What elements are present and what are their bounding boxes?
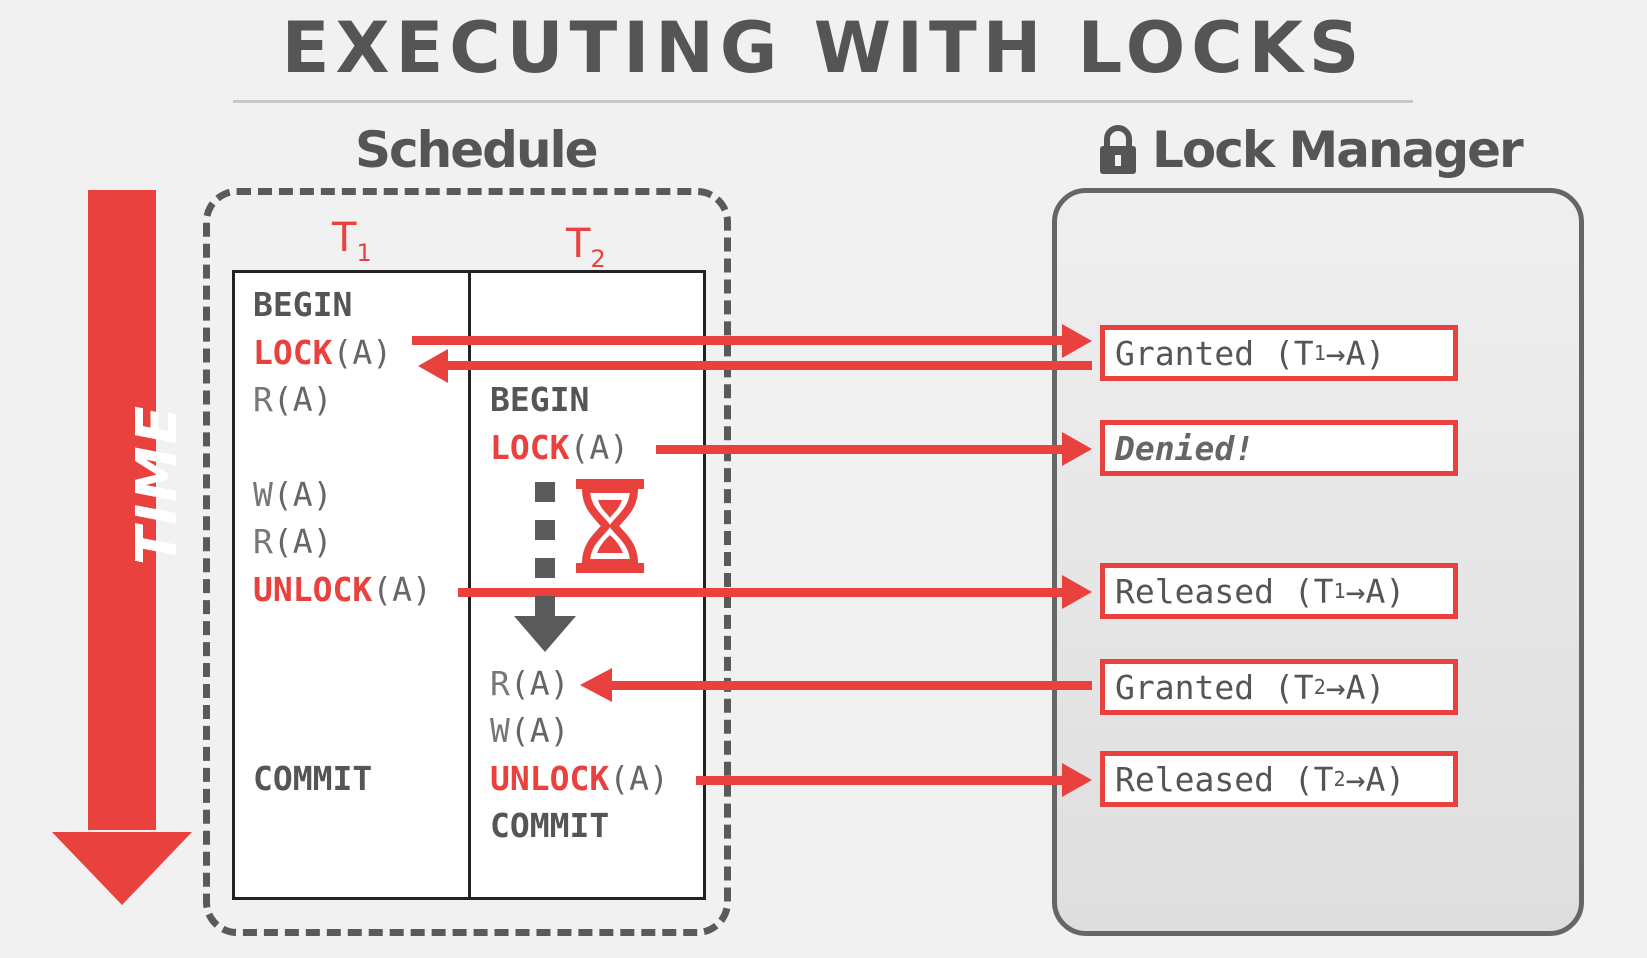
t2-op-lock: LOCK(A)	[490, 428, 629, 468]
t2-header-sub: 2	[590, 245, 606, 273]
arrow-grant-t1	[418, 349, 1092, 383]
t2-op-kw: UNLOCK	[490, 759, 610, 798]
schedule-container	[203, 188, 731, 936]
arrow-grant-t2	[580, 668, 1092, 702]
t1-op-lock: LOCK(A)	[253, 333, 392, 373]
lock-manager-container	[1052, 188, 1584, 936]
lock-icon	[1100, 125, 1136, 174]
t2-op-arg: (A)	[509, 711, 570, 750]
t2-header: T2	[566, 222, 606, 281]
t1-op-arg: (A)	[272, 380, 333, 419]
t1-header: T1	[332, 216, 372, 275]
t1-op-read: R(A)	[253, 522, 332, 562]
wait-arrow	[514, 482, 576, 652]
t2-op-kw: COMMIT	[490, 806, 610, 845]
msg-text: Granted (T	[1115, 333, 1314, 373]
msg-text: →A)	[1325, 333, 1386, 373]
column-divider	[468, 270, 471, 900]
t2-op-arg: (A)	[509, 664, 570, 703]
slide-title: EXECUTING WITH LOCKS	[281, 7, 1366, 89]
t1-op-arg: (A)	[332, 333, 393, 372]
t2-op-kw: BEGIN	[490, 380, 590, 419]
t2-header-label: T	[566, 221, 591, 267]
t1-header-label: T	[332, 215, 357, 261]
title-divider	[233, 100, 1413, 103]
t2-op-kw: W	[490, 711, 510, 750]
t2-op-begin: BEGIN	[490, 380, 589, 420]
arrow-lock-request-t2	[656, 432, 1092, 466]
t1-header-sub: 1	[356, 239, 372, 267]
t1-op-arg: (A)	[372, 570, 432, 609]
msg-sub: 2	[1313, 675, 1326, 699]
t1-op-read: R(A)	[253, 380, 332, 420]
t1-op-kw: R	[253, 380, 273, 419]
t2-op-kw: R	[490, 664, 510, 703]
t1-op-unlock: UNLOCK(A)	[253, 570, 432, 610]
lock-manager-label: Lock Manager	[1152, 121, 1524, 179]
msg-text: Denied!	[1115, 428, 1255, 468]
t2-op-arg: (A)	[609, 759, 669, 798]
t2-op-kw: LOCK	[490, 428, 570, 467]
t1-op-arg: (A)	[272, 522, 333, 561]
msg-text: →A)	[1345, 571, 1406, 611]
t1-op-kw: W	[253, 475, 273, 514]
t1-op-write: W(A)	[253, 475, 332, 515]
t2-op-arg: (A)	[569, 428, 630, 467]
msg-sub: 1	[1313, 341, 1326, 365]
lock-manager-heading: Lock Manager	[1098, 121, 1524, 179]
msg-text: Granted (T	[1115, 667, 1314, 707]
arrow-unlock-t1	[458, 575, 1092, 609]
msg-sub: 1	[1333, 579, 1346, 603]
schedule-heading: Schedule	[355, 121, 599, 179]
t1-op-begin: BEGIN	[253, 285, 352, 325]
time-arrow	[52, 190, 192, 905]
t1-op-kw: LOCK	[253, 333, 333, 372]
msg-text: Released (T	[1115, 759, 1334, 799]
msg-text: →A)	[1325, 667, 1386, 707]
time-label: TIME	[125, 403, 190, 565]
t2-op-unlock: UNLOCK(A)	[490, 759, 669, 799]
arrow-unlock-t2	[696, 763, 1092, 797]
t2-op-write: W(A)	[490, 711, 569, 751]
arrow-lock-request-t1	[412, 324, 1092, 358]
msg-sub: 2	[1333, 767, 1346, 791]
t1-op-kw: UNLOCK	[253, 570, 373, 609]
t1-op-arg: (A)	[272, 475, 333, 514]
t2-op-commit: COMMIT	[490, 806, 609, 846]
msg-denied: Denied!	[1100, 420, 1458, 476]
t2-op-read: R(A)	[490, 664, 569, 704]
msg-text: Released (T	[1115, 571, 1334, 611]
t1-op-kw: BEGIN	[253, 285, 353, 324]
t1-op-kw: R	[253, 522, 273, 561]
msg-text: →A)	[1345, 759, 1406, 799]
hourglass-icon	[576, 479, 644, 573]
t1-op-kw: COMMIT	[253, 759, 373, 798]
t1-op-commit: COMMIT	[253, 759, 372, 799]
